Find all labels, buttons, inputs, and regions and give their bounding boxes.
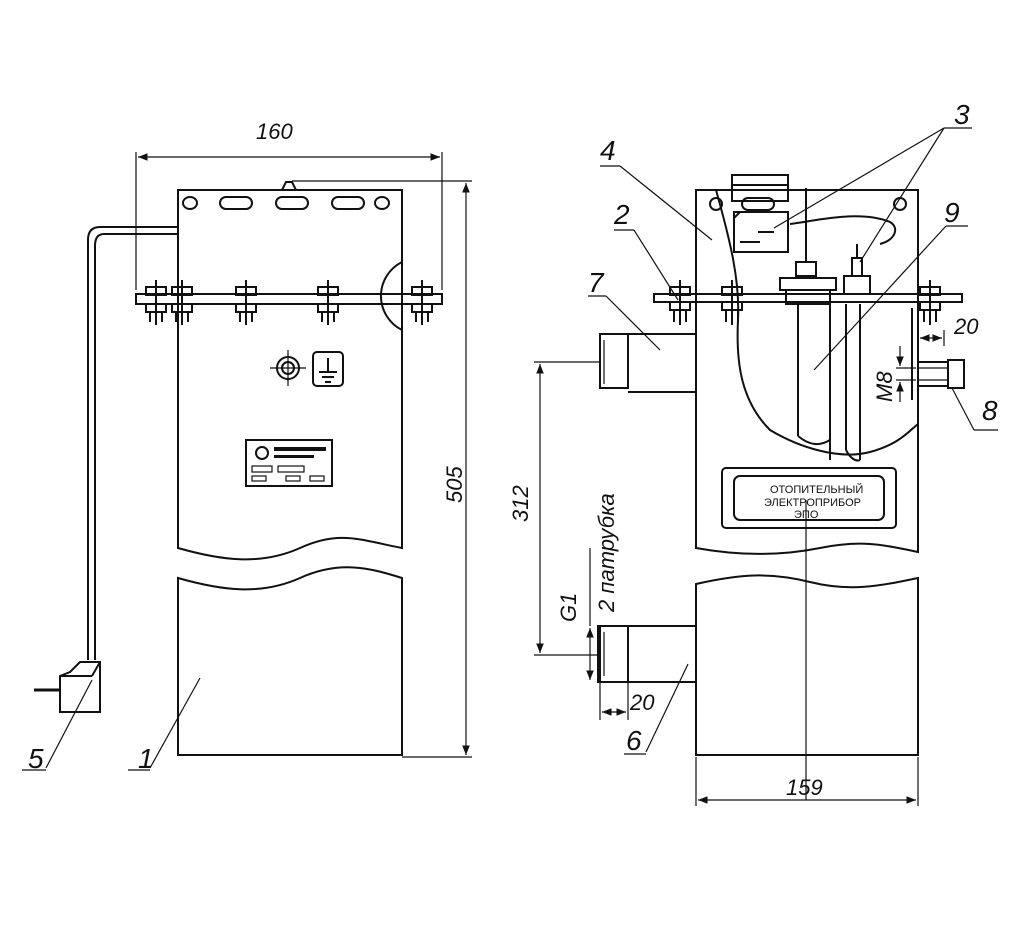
dim-nozzle-spacing: 312: [508, 361, 600, 656]
ground-symbol-icon: [312, 351, 344, 387]
dim-505-label: 505: [442, 466, 467, 503]
power-cable: [87, 226, 178, 660]
callout-7: 7: [588, 267, 661, 351]
callout-8: 8: [951, 387, 998, 431]
right-flange: [653, 293, 963, 303]
svg-text:5: 5: [28, 743, 44, 774]
nameplate-logo-icon: [245, 439, 333, 487]
dim-bolt-thread: M8: [872, 346, 916, 402]
power-plug: [34, 661, 101, 713]
dim-height-total: 505: [292, 180, 472, 758]
thermostat-block: [731, 174, 789, 253]
dim-20-nozzle-label: 20: [629, 690, 655, 715]
left-body-upper: [177, 189, 403, 561]
heating-element: [779, 188, 861, 462]
terminal-ring-icon: [270, 350, 306, 386]
label-plate: ОТОПИТЕЛЬНЫЙ ЭЛЕКТРОПРИБОР ЭПО: [721, 467, 897, 529]
label-line2: ЭЛЕКТРОПРИБОР: [764, 497, 861, 509]
svg-text:6: 6: [626, 725, 642, 756]
right-body-lower: [695, 574, 919, 756]
dim-width-left: 160: [135, 119, 443, 290]
left-flange: [135, 293, 443, 305]
cutaway-section: [715, 189, 919, 456]
dim-159-label: 159: [786, 775, 823, 800]
svg-text:1: 1: [138, 743, 154, 774]
dim-nozzle-length: 20: [599, 682, 655, 720]
left-bolts: [145, 280, 433, 325]
ground-bolt: [911, 308, 965, 400]
dim-160-label: 160: [256, 119, 293, 144]
callout-9: 9: [813, 197, 968, 371]
right-body-upper: [695, 189, 919, 555]
callout-4: 4: [600, 135, 713, 241]
dim-20-bolt-label: 20: [953, 314, 979, 339]
left-body-lower: [177, 566, 403, 756]
dim-width-right: 159: [695, 757, 919, 806]
callout-6: 6: [624, 663, 689, 756]
svg-text:8: 8: [982, 395, 998, 426]
svg-text:2: 2: [613, 199, 630, 230]
left-top-slots: [182, 196, 390, 210]
dim-bolt-offset: 20: [917, 314, 979, 346]
svg-text:9: 9: [944, 197, 960, 228]
dim-g1-label: G1: [556, 593, 581, 622]
lower-nozzle: [597, 625, 696, 683]
svg-text:7: 7: [588, 267, 605, 298]
callout-2: 2: [613, 199, 679, 301]
callout-3: 3: [773, 99, 972, 263]
dim-m8-label: M8: [872, 371, 897, 402]
svg-text:3: 3: [954, 99, 970, 130]
nozzle-note: 2 патрубка: [594, 493, 619, 613]
left-view: 160 505 1 5: [22, 119, 472, 774]
right-view: ОТОПИТЕЛЬНЫЙ ЭЛЕКТРОПРИБОР ЭПО 312 2 пат…: [508, 99, 998, 806]
upper-nozzle: [599, 333, 697, 393]
callout-5: 5: [22, 679, 93, 774]
dim-312-label: 312: [508, 485, 533, 522]
callout-1: 1: [128, 677, 201, 774]
label-line1: ОТОПИТЕЛЬНЫЙ: [770, 483, 863, 496]
right-bolts: [669, 280, 941, 325]
svg-text:4: 4: [600, 135, 616, 166]
